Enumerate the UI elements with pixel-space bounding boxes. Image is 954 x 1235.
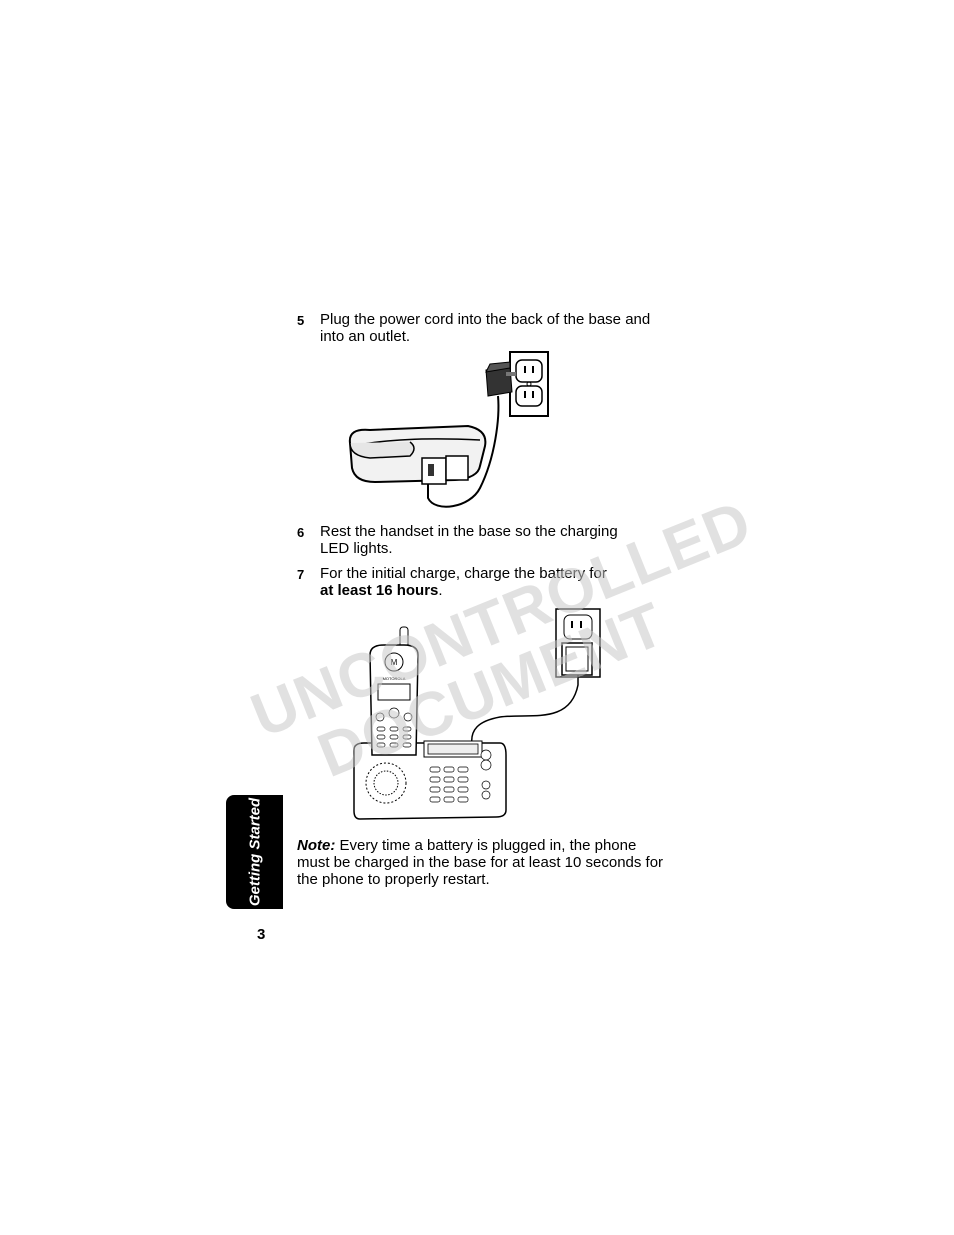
step-number: 6 xyxy=(297,525,305,540)
section-tab-label: Getting Started xyxy=(246,797,263,907)
step-6: 6 Rest the handset in the base so the ch… xyxy=(297,523,667,557)
step-number: 5 xyxy=(297,313,305,328)
handset-base-illustration: M MOTOROLA xyxy=(353,608,601,820)
step-number: 7 xyxy=(297,567,305,582)
step-text: For the initial charge, charge the batte… xyxy=(320,565,607,599)
brand-label: MOTOROLA xyxy=(383,676,406,681)
note-label: Note: xyxy=(297,837,336,854)
step-text: Rest the handset in the base so the char… xyxy=(320,523,618,557)
step-text: Plug the power cord into the back of the… xyxy=(320,311,651,345)
step-7: 7 For the initial charge, charge the bat… xyxy=(297,565,667,599)
svg-text:M: M xyxy=(391,658,398,667)
note: Note: Every time a battery is plugged in… xyxy=(297,837,667,888)
power-cord-illustration xyxy=(348,351,549,508)
note-text: Every time a battery is plugged in, the … xyxy=(297,837,664,888)
section-tab: Getting Started xyxy=(226,795,283,909)
step-5: 5 Plug the power cord into the back of t… xyxy=(297,311,667,345)
page-number: 3 xyxy=(257,926,266,943)
